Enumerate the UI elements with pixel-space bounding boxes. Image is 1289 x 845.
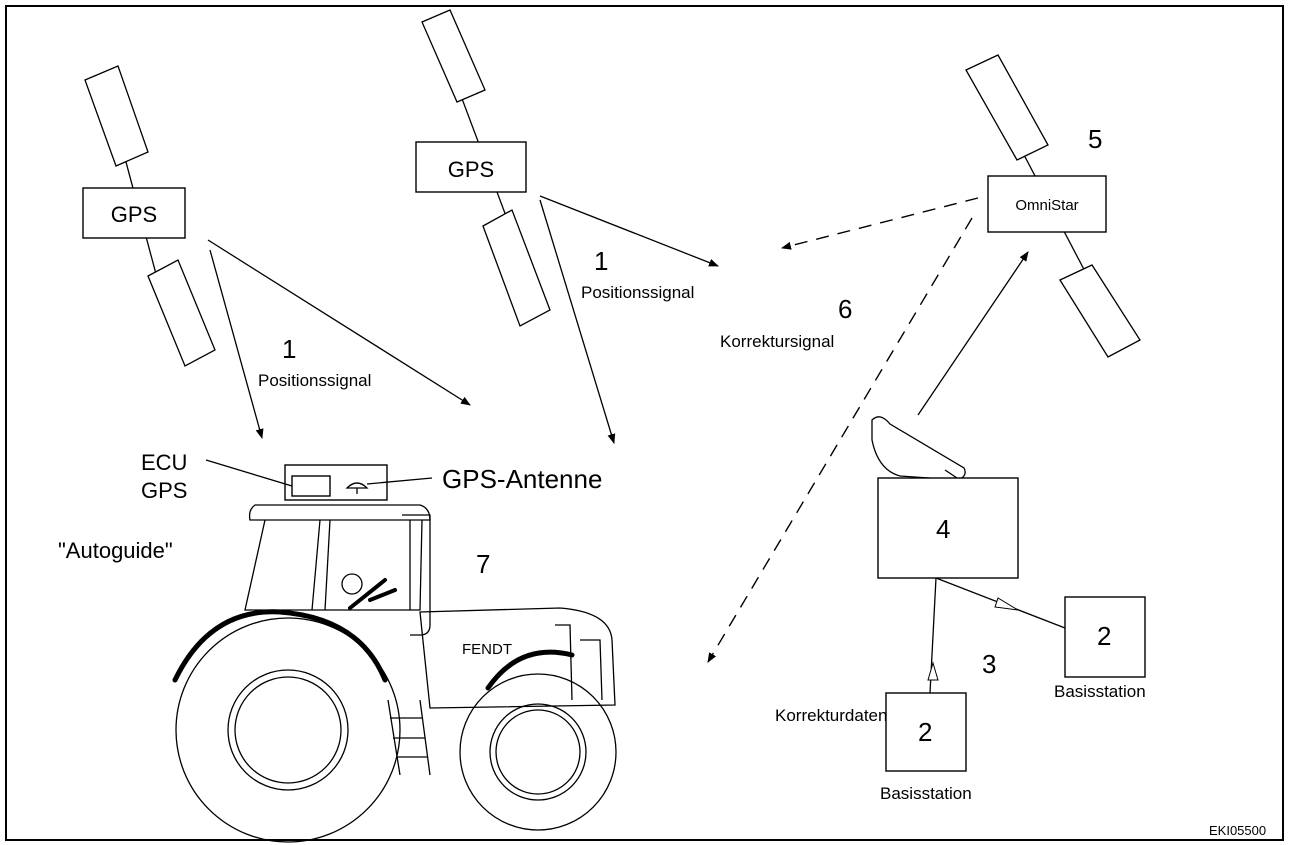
gps-satellite-middle: GPS	[415, 9, 551, 327]
ecu-gps-label: GPS	[141, 478, 187, 503]
gps-box-middle	[415, 141, 527, 193]
callout-1-middle: 1	[594, 246, 608, 276]
callout-1-left: 1	[282, 334, 296, 364]
station-box-4	[877, 477, 1019, 579]
tractor: FENDT	[172, 459, 617, 843]
callout-5: 5	[1088, 124, 1102, 154]
callout-2-right: 2	[1097, 621, 1111, 651]
ecu-label: ECU	[141, 450, 187, 475]
position-signal-arrows	[207, 195, 719, 444]
reference-code: EKI05500	[1209, 823, 1266, 838]
base-station-box-bottom	[885, 692, 967, 772]
ladder	[387, 699, 431, 776]
gps-label-middle: GPS	[448, 157, 494, 182]
omnistar-satellite: OmniStar	[965, 54, 1141, 358]
gps-label-left: GPS	[111, 202, 157, 227]
gps-antenna-label: GPS-Antenne	[442, 464, 602, 494]
position-signal-label-middle: Positionssignal	[581, 283, 694, 302]
callout-6: 6	[838, 294, 852, 324]
correction-signal-label: Korrektursignal	[720, 332, 834, 351]
diagram-frame	[5, 5, 1284, 841]
antenna-leader-line	[366, 477, 433, 485]
position-signal-label-left: Positionssignal	[258, 371, 371, 390]
gps-box-left	[82, 187, 186, 239]
rear-wheel	[175, 617, 401, 843]
omnistar-box	[987, 175, 1107, 233]
base-station-links	[927, 577, 1066, 694]
callout-4: 4	[936, 514, 950, 544]
callout-3: 3	[982, 649, 996, 679]
ecu-box	[291, 475, 331, 497]
base-station-label-bottom: Basisstation	[880, 784, 972, 803]
gps-antenna-icon	[345, 482, 369, 489]
brand-label: FENDT	[462, 641, 512, 658]
ground-station: 4	[871, 416, 1019, 579]
omnistar-label: OmniStar	[1015, 197, 1078, 214]
dish-antenna-icon	[871, 416, 966, 481]
base-station-label-right: Basisstation	[1054, 682, 1146, 701]
correction-signal-arrows	[707, 197, 979, 663]
callout-7: 7	[476, 549, 490, 579]
front-wheel	[459, 673, 617, 831]
gps-satellite-left: GPS	[82, 65, 216, 367]
base-station-bottom: 2	[885, 692, 967, 772]
uplink-arrow	[917, 251, 1029, 416]
autoguide-label: "Autoguide"	[58, 538, 173, 563]
ecu-leader-line	[205, 459, 293, 487]
base-station-right: 2	[1064, 596, 1146, 678]
correction-data-label: Korrekturdaten	[775, 706, 887, 725]
base-station-box-right	[1064, 596, 1146, 678]
callout-2-bottom: 2	[918, 717, 932, 747]
